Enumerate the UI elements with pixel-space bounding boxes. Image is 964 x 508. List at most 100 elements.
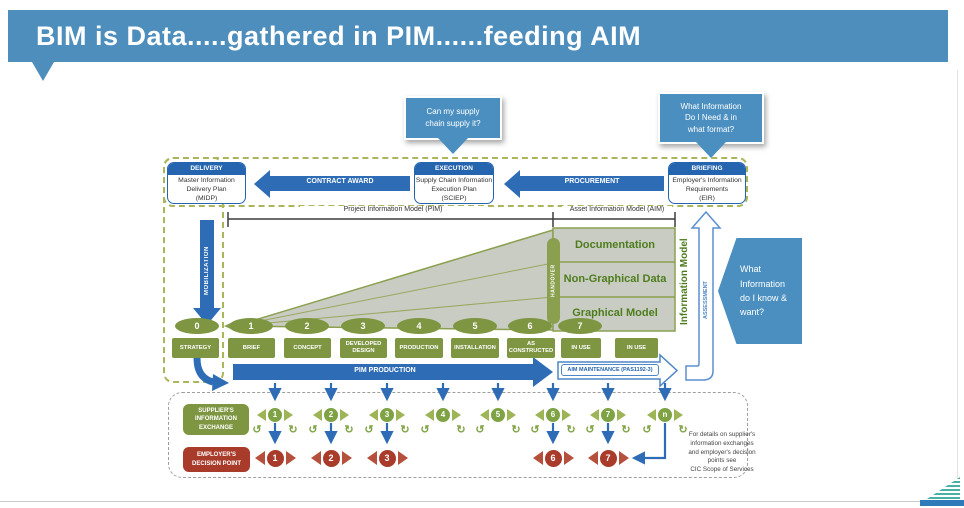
title-pointer-triangle bbox=[32, 62, 54, 81]
execution-box: EXECUTION Supply Chain Information Execu… bbox=[414, 162, 494, 204]
title-bar: BIM is Data.....gathered in PIM......fee… bbox=[8, 10, 948, 62]
loop-ccw-icon: ↺ bbox=[530, 424, 540, 436]
contract-award-label: CONTRACT AWARD bbox=[306, 178, 374, 185]
left-arrow-icon bbox=[647, 408, 656, 421]
right-arrow-icon bbox=[396, 408, 405, 421]
model-span-brackets bbox=[227, 212, 676, 227]
decision-node-3: 3 bbox=[366, 448, 408, 468]
stage-in-use-2: IN USE bbox=[615, 338, 658, 358]
right-arrow-icon bbox=[563, 451, 574, 465]
pim-span-label: Project Information Model (PIM) bbox=[300, 206, 486, 213]
exchange-node-7: 7 bbox=[590, 406, 626, 423]
exchange-node-5: 5 bbox=[480, 406, 516, 423]
exchange-node-3: 3 bbox=[369, 406, 405, 423]
briefing-box: BRIEFING Employer's Information Requirem… bbox=[668, 162, 746, 204]
left-arrow-icon bbox=[532, 451, 543, 465]
decision-node-1: 1 bbox=[254, 448, 296, 468]
slide-title: BIM is Data.....gathered in PIM......fee… bbox=[36, 20, 642, 51]
briefing-body: Employer's Information Requirements (EIR… bbox=[672, 177, 742, 202]
left-arrow-icon bbox=[480, 408, 489, 421]
mobilization-label: MOBILIZATION bbox=[204, 246, 210, 296]
aim-span-label: Asset Information Model (AIM) bbox=[562, 206, 672, 213]
slide-right-edge bbox=[957, 70, 958, 502]
right-arrow-icon bbox=[397, 451, 408, 465]
loop-cw-icon: ↻ bbox=[344, 424, 354, 436]
loop-ccw-icon: ↺ bbox=[585, 424, 595, 436]
band-graphical-model: Graphical Model bbox=[572, 307, 658, 319]
exchange-node-2: 2 bbox=[313, 406, 349, 423]
stage-oval-3: 3 bbox=[341, 318, 385, 334]
callout-supply-chain: Can my supply chain supply it? bbox=[404, 96, 502, 140]
assessment-label: ASSESSMENT bbox=[703, 281, 709, 319]
pim-production-label: PIM PRODUCTION bbox=[354, 367, 416, 374]
exchange-node-6: 6 bbox=[535, 406, 571, 423]
information-model-label: Information Model bbox=[679, 238, 690, 326]
stage-production: PRODUCTION bbox=[395, 338, 443, 358]
left-arrow-icon bbox=[369, 408, 378, 421]
right-arrow-icon bbox=[617, 408, 626, 421]
stage-oval-4: 4 bbox=[397, 318, 441, 334]
employers-decision-point-box: EMPLOYER'S DECISION POINT bbox=[183, 447, 250, 472]
right-arrow-icon bbox=[452, 408, 461, 421]
loop-cw-icon: ↻ bbox=[566, 424, 576, 436]
exchange-node-n: n bbox=[647, 406, 683, 423]
loop-cw-icon: ↻ bbox=[288, 424, 298, 436]
left-arrow-icon bbox=[310, 451, 321, 465]
loop-ccw-icon: ↺ bbox=[420, 424, 430, 436]
loop-ccw-icon: ↺ bbox=[252, 424, 262, 436]
exchange-node-1: 1 bbox=[257, 406, 293, 423]
left-arrow-icon bbox=[590, 408, 599, 421]
briefing-header: BRIEFING bbox=[669, 163, 745, 175]
loop-ccw-icon: ↺ bbox=[475, 424, 485, 436]
loop-cw-icon: ↻ bbox=[678, 424, 688, 436]
stage-oval-5: 5 bbox=[453, 318, 497, 334]
stage-concept: CONCEPT bbox=[284, 338, 331, 358]
slide-bottom-line bbox=[0, 501, 921, 502]
stage-oval-6: 6 bbox=[508, 318, 552, 334]
stage-strategy: STRATEGY bbox=[172, 338, 219, 358]
right-arrow-icon bbox=[507, 408, 516, 421]
strategy-dashed-frame-left bbox=[163, 157, 224, 383]
right-arrow-icon bbox=[674, 408, 683, 421]
band-non-graphical-data: Non-Graphical Data bbox=[563, 273, 667, 285]
corner-blue-bar bbox=[920, 500, 964, 506]
stage-oval-1: 1 bbox=[229, 318, 273, 334]
right-arrow-icon bbox=[284, 408, 293, 421]
cic-scope-note: For details on supplier's information ex… bbox=[688, 431, 756, 474]
stage-oval-7: 7 bbox=[558, 318, 602, 334]
left-arrow-icon bbox=[313, 408, 322, 421]
left-arrow-icon bbox=[425, 408, 434, 421]
corner-stripe-triangle bbox=[924, 477, 960, 501]
left-arrow-icon bbox=[587, 451, 598, 465]
stage-installation: INSTALLATION bbox=[451, 338, 499, 358]
right-arrow-icon bbox=[341, 451, 352, 465]
left-arrow-icon bbox=[254, 451, 265, 465]
decision-node-6: 6 bbox=[532, 448, 574, 468]
stage-oval-0: 0 bbox=[175, 318, 219, 334]
loop-cw-icon: ↻ bbox=[400, 424, 410, 436]
delivery-box: DELIVERY Master Information Delivery Pla… bbox=[167, 162, 246, 204]
band-documentation: Documentation bbox=[574, 239, 656, 251]
delivery-header: DELIVERY bbox=[168, 163, 245, 175]
loop-cw-icon: ↻ bbox=[621, 424, 631, 436]
stage-in-use-1: IN USE bbox=[561, 338, 601, 358]
stage-developed-design: DEVELOPED DESIGN bbox=[340, 338, 387, 358]
stage-oval-2: 2 bbox=[285, 318, 329, 334]
suppliers-information-exchange-box: SUPPLIER'S INFORMATION EXCHANGE bbox=[183, 404, 249, 435]
delivery-body: Master Information Delivery Plan (MIDP) bbox=[178, 177, 235, 202]
loop-ccw-icon: ↺ bbox=[364, 424, 374, 436]
loop-ccw-icon: ↺ bbox=[642, 424, 652, 436]
loop-cw-icon: ↻ bbox=[456, 424, 466, 436]
left-arrow-icon bbox=[535, 408, 544, 421]
decision-node-7: 7 bbox=[587, 448, 629, 468]
callout-know-want: What Information do I know & want? bbox=[718, 238, 802, 344]
right-arrow-icon bbox=[285, 451, 296, 465]
decision-node-2: 2 bbox=[310, 448, 352, 468]
aim-maintenance-label: AIM MAINTENANCE (PAS1192-3) bbox=[561, 364, 659, 376]
exchange-node-4: 4 bbox=[425, 406, 461, 423]
left-arrow-icon bbox=[257, 408, 266, 421]
stage-brief: BRIEF bbox=[228, 338, 275, 358]
callout-need-format: What Information Do I Need & in what for… bbox=[658, 92, 764, 144]
right-arrow-icon bbox=[562, 408, 571, 421]
